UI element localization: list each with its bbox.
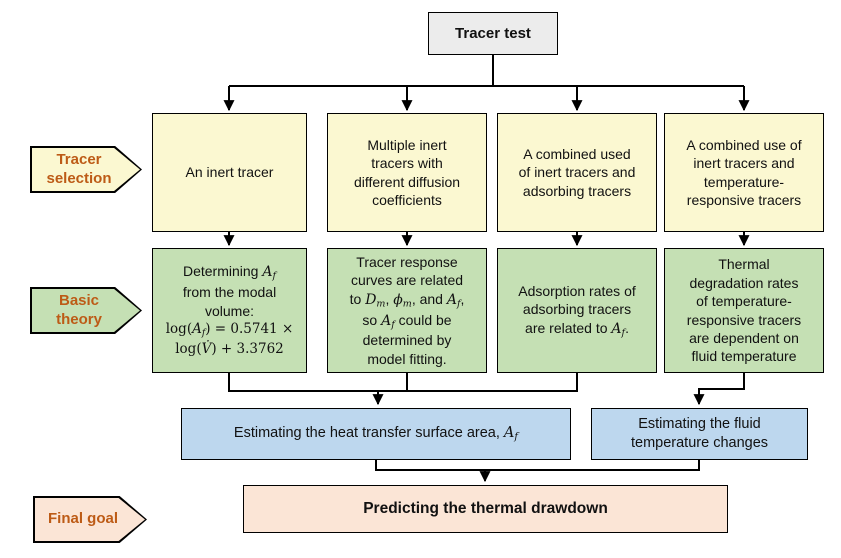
basic-theory-label-text: Basic theory bbox=[32, 289, 140, 332]
adsorption-rates-line3: are related to Af. bbox=[525, 319, 629, 338]
heat-transfer-area-text: Estimating the heat transfer surface are… bbox=[233, 425, 519, 443]
inert-tracer-box: An inert tracer bbox=[152, 113, 307, 232]
model-fitting-box: Tracer response curves are related to Dm… bbox=[327, 248, 487, 373]
determining-af-formula-1: log(Af) = 0.5741 × bbox=[165, 321, 294, 339]
determining-af-formula-2: log(V̇) + 3.3762 bbox=[175, 340, 284, 357]
thermal-degradation-box: Thermal degradation rates of temperature… bbox=[664, 248, 824, 373]
model-fitting-line2: curves are related bbox=[350, 272, 464, 289]
final-goal-label: Final goal bbox=[33, 496, 147, 543]
inert-tracer-text: An inert tracer bbox=[185, 164, 274, 181]
adsorption-rates-line1: Adsorption rates of bbox=[518, 282, 636, 299]
determining-af-line3: volume: bbox=[204, 302, 255, 319]
tracer-test-box: Tracer test bbox=[428, 12, 558, 55]
fluid-temperature-box: Estimating the fluid temperature changes bbox=[591, 408, 808, 460]
tracer-selection-label-text: Tracer selection bbox=[32, 148, 140, 191]
inert-temperature-tracers-box: A combined use of inert tracers and temp… bbox=[664, 113, 824, 232]
model-fitting-line5: determined by bbox=[362, 332, 452, 349]
adsorption-rates-line2: adsorbing tracers bbox=[522, 301, 632, 318]
determining-af-line1: Determining Af bbox=[182, 263, 277, 282]
model-fitting-line6: model fitting. bbox=[367, 350, 447, 367]
thermal-drawdown-text: Predicting the thermal drawdown bbox=[363, 499, 608, 517]
model-fitting-line1: Tracer response bbox=[356, 253, 458, 270]
model-fitting-line4: so Af could be bbox=[362, 311, 452, 330]
tracer-selection-label: Tracer selection bbox=[30, 146, 142, 193]
final-goal-label-text: Final goal bbox=[35, 498, 145, 541]
adsorption-rates-box: Adsorption rates of adsorbing tracers ar… bbox=[497, 248, 657, 373]
multiple-inert-tracers-box: Multiple inert tracers with different di… bbox=[327, 113, 487, 232]
model-fitting-line3: to Dm, ϕm, and Af, bbox=[349, 290, 465, 309]
heat-transfer-area-box: Estimating the heat transfer surface are… bbox=[181, 408, 571, 460]
determining-af-line2: from the modal bbox=[182, 284, 277, 301]
basic-theory-label: Basic theory bbox=[30, 287, 142, 334]
thermal-drawdown-box: Predicting the thermal drawdown bbox=[243, 485, 728, 533]
tracer-test-title: Tracer test bbox=[455, 24, 531, 42]
determining-af-box: Determining Af from the modal volume: lo… bbox=[152, 248, 307, 373]
inert-adsorbing-tracers-box: A combined used of inert tracers and ads… bbox=[497, 113, 657, 232]
